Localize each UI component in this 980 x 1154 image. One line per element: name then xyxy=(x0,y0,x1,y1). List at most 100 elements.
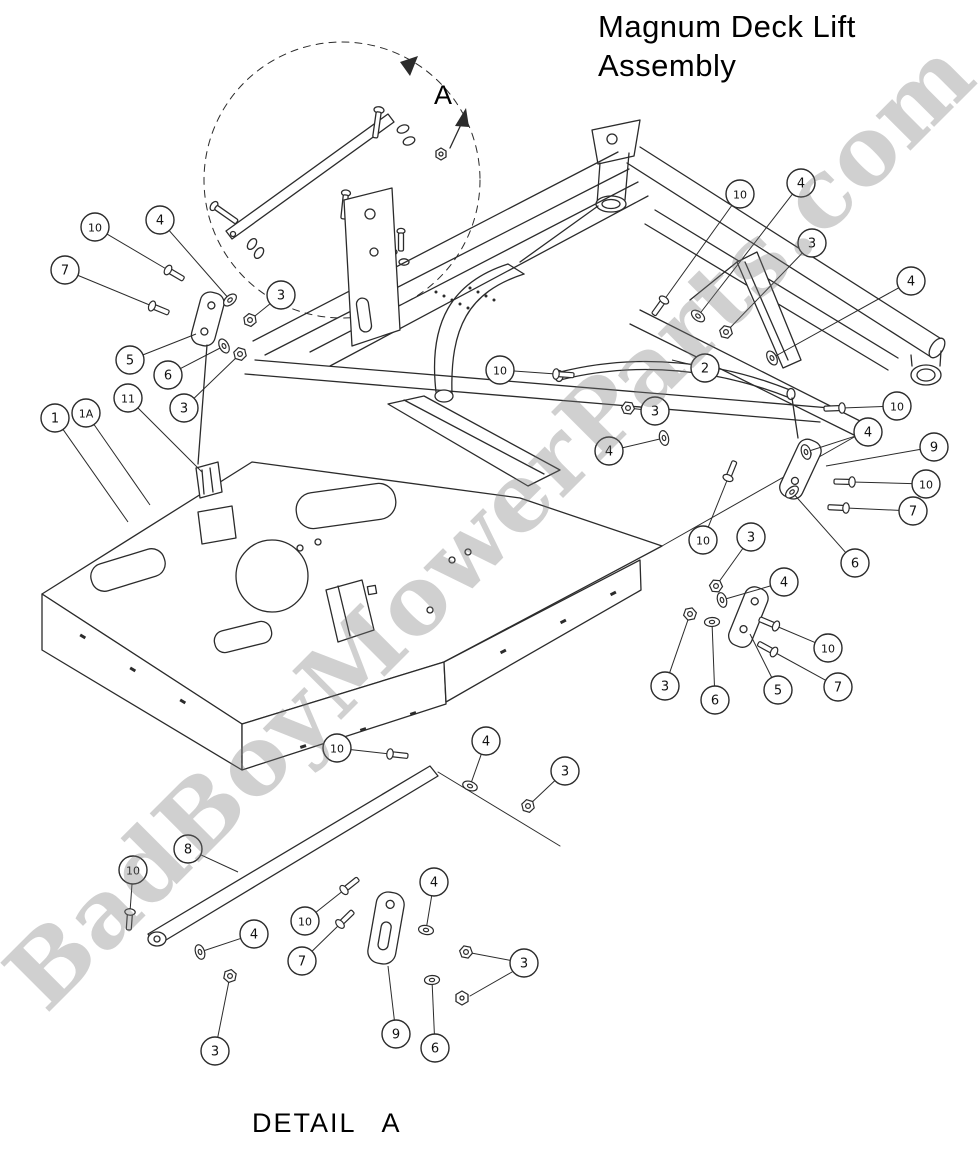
leader-line xyxy=(805,435,855,453)
nut-part xyxy=(719,325,733,339)
bolt-part xyxy=(722,460,738,483)
callout-balloon-4: 4 xyxy=(239,919,269,949)
leader-line xyxy=(77,274,153,307)
callout-balloon-8: 8 xyxy=(173,834,203,864)
leader-line xyxy=(425,895,433,931)
callout-balloon-9: 9 xyxy=(919,432,949,462)
callout-balloon-4: 4 xyxy=(594,436,624,466)
leader-line xyxy=(773,651,826,681)
svg-text:6: 6 xyxy=(431,1042,439,1057)
detail-a-caption: DETAIL A xyxy=(252,1108,402,1138)
page-title: Magnum Deck Lift Assembly xyxy=(598,8,856,86)
nut-part xyxy=(243,312,257,328)
callout-balloon-10: 10 xyxy=(813,633,843,663)
nut-part xyxy=(521,799,535,813)
leader-line xyxy=(825,448,921,467)
callout-balloon-7: 7 xyxy=(287,946,317,976)
svg-text:10: 10 xyxy=(919,479,933,492)
callout-balloon-6: 6 xyxy=(153,360,183,390)
svg-text:4: 4 xyxy=(430,876,438,891)
bolt-part xyxy=(335,909,355,929)
leader-line xyxy=(350,749,391,755)
washer-part xyxy=(423,974,441,986)
leader-line xyxy=(142,333,197,356)
nut-part xyxy=(682,607,698,621)
leader-line xyxy=(431,979,435,1035)
svg-text:4: 4 xyxy=(864,426,872,441)
leader-line xyxy=(715,548,744,587)
callout-balloon-10: 10 xyxy=(118,855,148,885)
washer-part xyxy=(218,338,230,354)
callout-balloon-1A: 1A xyxy=(71,398,101,428)
svg-text:1A: 1A xyxy=(79,408,94,421)
bolt-part xyxy=(827,502,850,514)
bolt-part xyxy=(339,876,360,896)
svg-text:2: 2 xyxy=(701,362,709,377)
svg-text:10: 10 xyxy=(890,401,904,414)
washer-part xyxy=(766,350,778,366)
bolt-part xyxy=(124,908,136,931)
leader-line xyxy=(387,965,395,1021)
callout-balloon-10: 10 xyxy=(911,469,941,499)
callout-balloon-3: 3 xyxy=(736,522,766,552)
svg-text:7: 7 xyxy=(834,681,842,696)
leader-line xyxy=(707,477,729,528)
callout-balloon-3: 3 xyxy=(169,393,199,423)
nut-part xyxy=(233,347,247,361)
leader-line xyxy=(311,923,341,952)
svg-text:9: 9 xyxy=(392,1028,400,1043)
leader-line xyxy=(129,883,133,913)
mower-deck xyxy=(41,395,663,771)
washer-part xyxy=(800,444,812,460)
leader-line xyxy=(721,585,771,601)
title-line-1: Magnum Deck Lift xyxy=(598,9,856,44)
washer-part xyxy=(703,616,721,628)
section-a-label: A xyxy=(434,80,453,110)
washer-part xyxy=(716,592,728,608)
nut-part xyxy=(620,401,636,415)
svg-text:3: 3 xyxy=(211,1045,219,1060)
svg-text:4: 4 xyxy=(605,445,613,460)
leader-line xyxy=(200,854,239,873)
svg-text:3: 3 xyxy=(651,405,659,420)
leader-line xyxy=(217,975,231,1038)
svg-text:3: 3 xyxy=(661,680,669,695)
callout-balloon-10: 10 xyxy=(290,906,320,936)
bolt-part xyxy=(756,641,779,658)
bolt-part xyxy=(163,264,185,282)
nut-part xyxy=(708,579,724,593)
svg-text:3: 3 xyxy=(277,289,285,304)
callout-balloon-1: 1 xyxy=(40,403,70,433)
leader-line xyxy=(663,205,733,301)
leader-line xyxy=(697,193,793,317)
callout-balloon-7: 7 xyxy=(823,672,853,702)
leader-line xyxy=(93,424,151,506)
svg-text:3: 3 xyxy=(808,237,816,252)
callout-balloon-3: 3 xyxy=(550,756,580,786)
bolt-part xyxy=(147,300,170,316)
nut-part xyxy=(458,945,474,959)
callout-balloon-4: 4 xyxy=(769,567,799,597)
leader-line xyxy=(725,252,803,333)
svg-text:3: 3 xyxy=(561,765,569,780)
svg-text:1: 1 xyxy=(51,412,59,427)
callout-balloon-3: 3 xyxy=(266,280,296,310)
callout-balloon-10: 10 xyxy=(882,391,912,421)
leader-line xyxy=(513,370,557,375)
svg-text:10: 10 xyxy=(821,643,835,656)
callout-balloon-6: 6 xyxy=(840,548,870,578)
bolt-part xyxy=(758,616,781,632)
svg-text:8: 8 xyxy=(184,843,192,858)
callout-balloon-3: 3 xyxy=(200,1036,230,1066)
leader-line xyxy=(841,406,884,409)
leader-line xyxy=(775,625,816,644)
svg-text:10: 10 xyxy=(298,916,312,929)
svg-text:10: 10 xyxy=(696,535,710,548)
svg-text:5: 5 xyxy=(774,684,782,699)
callout-balloon-5: 5 xyxy=(115,345,145,375)
callout-balloon-3: 3 xyxy=(797,228,827,258)
leader-line xyxy=(137,407,203,473)
callout-balloon-10: 10 xyxy=(725,179,755,209)
